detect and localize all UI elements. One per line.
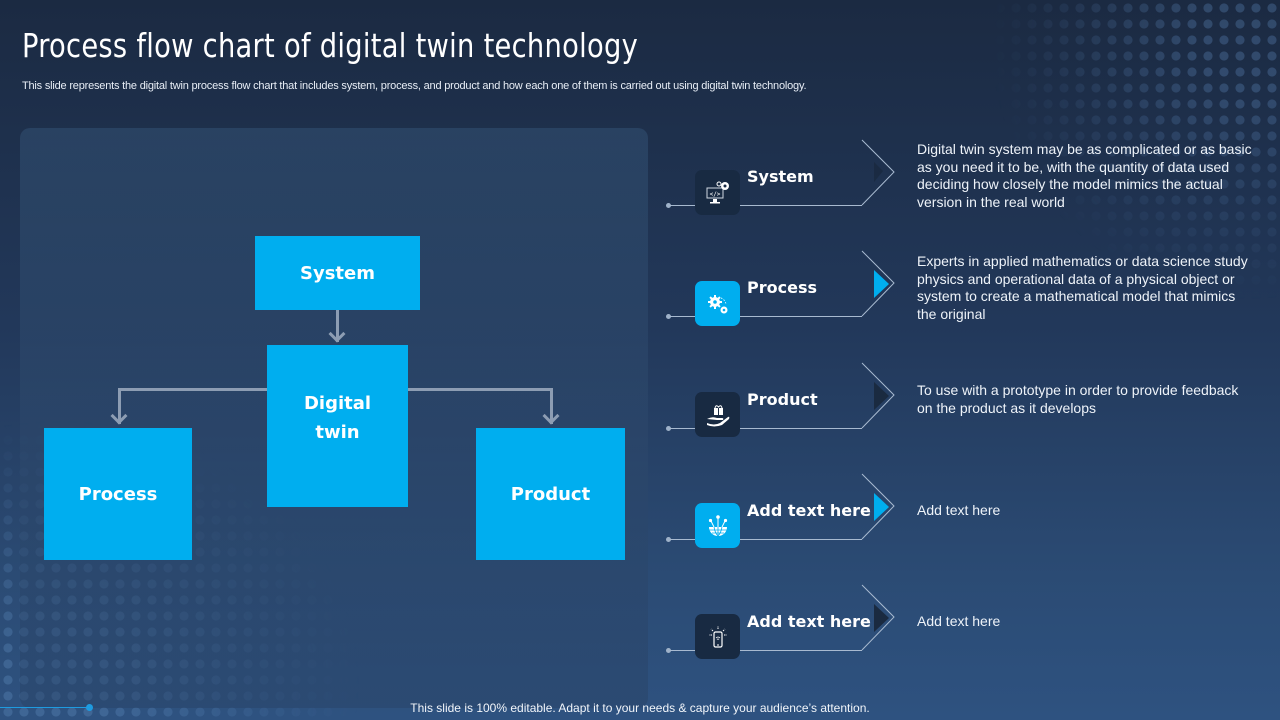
- chevron-right-icon: [861, 473, 895, 540]
- item-description: To use with a prototype in order to prov…: [917, 382, 1239, 416]
- item-title: Add text here: [747, 612, 871, 631]
- slide-subtitle: This slide represents the digital twin p…: [22, 80, 807, 92]
- gears-icon: [707, 294, 727, 313]
- svg-text:</>: </>: [709, 191, 720, 198]
- list-item-add-text-1: Add text here Add text here: [664, 472, 1280, 572]
- chevron-right-icon: [861, 362, 895, 429]
- connector-twin-to-process-vertical: [118, 388, 121, 424]
- flow-box-product: Product: [476, 428, 625, 560]
- chevron-right-icon: [861, 139, 895, 206]
- icon-tile: [695, 392, 740, 437]
- flow-box-process-label: Process: [78, 483, 158, 505]
- slide-progress-dot: [86, 704, 93, 711]
- row-baseline: [670, 650, 862, 651]
- code-gear-monitor-icon: </>: [706, 181, 729, 203]
- flow-box-system: System: [255, 236, 420, 310]
- item-description: Experts in applied mathematics or data s…: [917, 253, 1248, 322]
- list-item-system: </> System Digital twin system may be as…: [664, 138, 1280, 238]
- flow-box-twin-line1: Digital: [303, 393, 372, 414]
- connector-system-to-twin: [336, 310, 339, 342]
- flow-box-product-label: Product: [510, 483, 591, 505]
- flow-box-system-label: System: [300, 262, 375, 284]
- smartphone-signal-icon: [708, 625, 727, 648]
- item-description: Digital twin system may be as complicate…: [917, 141, 1252, 210]
- hand-holding-box-icon: [706, 404, 729, 426]
- slide-title: Process flow chart of digital twin techn…: [22, 26, 639, 65]
- row-start-dot: [666, 537, 671, 542]
- slide-footer: This slide is 100% editable. Adapt it to…: [410, 701, 870, 715]
- row-baseline: [670, 316, 862, 317]
- globe-network-icon: [708, 514, 727, 536]
- flow-box-digital-twin: Digital twin: [267, 345, 408, 507]
- icon-tile: [695, 503, 740, 548]
- icon-tile: [695, 614, 740, 659]
- connector-twin-to-product-horizontal: [408, 388, 553, 391]
- item-description: Add text here: [917, 613, 1001, 629]
- row-start-dot: [666, 314, 671, 319]
- slide-progress-line: [0, 707, 88, 708]
- item-description: Add text here: [917, 502, 1001, 518]
- row-start-dot: [666, 203, 671, 208]
- item-title: System: [747, 167, 814, 186]
- connector-twin-to-process-horizontal: [118, 388, 267, 391]
- row-start-dot: [666, 648, 671, 653]
- row-start-dot: [666, 426, 671, 431]
- icon-tile: [695, 281, 740, 326]
- row-baseline: [670, 428, 862, 429]
- item-title: Add text here: [747, 501, 871, 520]
- row-baseline: [670, 205, 862, 206]
- connector-twin-to-product-vertical: [550, 388, 553, 424]
- list-item-process: Process Experts in applied mathematics o…: [664, 249, 1280, 349]
- chevron-right-icon: [861, 584, 895, 651]
- flow-box-process: Process: [44, 428, 192, 560]
- list-item-product: Product To use with a prototype in order…: [664, 361, 1280, 461]
- icon-tile: </>: [695, 170, 740, 215]
- flow-box-twin-line2: twin: [315, 422, 360, 443]
- list-item-add-text-2: Add text here Add text here: [664, 583, 1280, 683]
- row-baseline: [670, 539, 862, 540]
- chevron-right-icon: [861, 250, 895, 317]
- item-title: Product: [747, 390, 818, 409]
- item-title: Process: [747, 278, 817, 297]
